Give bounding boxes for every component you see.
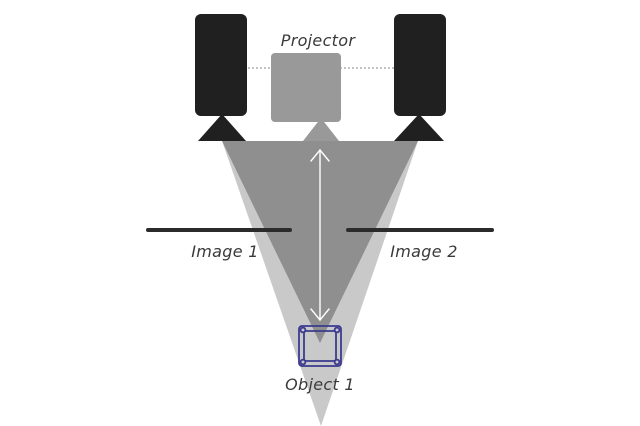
image-2-label: Image 2 <box>390 242 457 261</box>
projector-icon <box>271 53 341 141</box>
object-1-label: Object 1 <box>285 375 355 394</box>
image-1-label: Image 1 <box>191 242 258 261</box>
left-camera-icon <box>195 14 247 141</box>
cube-icon <box>298 325 342 367</box>
projector-label: Projector <box>281 31 357 50</box>
depth-arrow <box>310 148 330 322</box>
right-camera-icon <box>394 14 446 141</box>
